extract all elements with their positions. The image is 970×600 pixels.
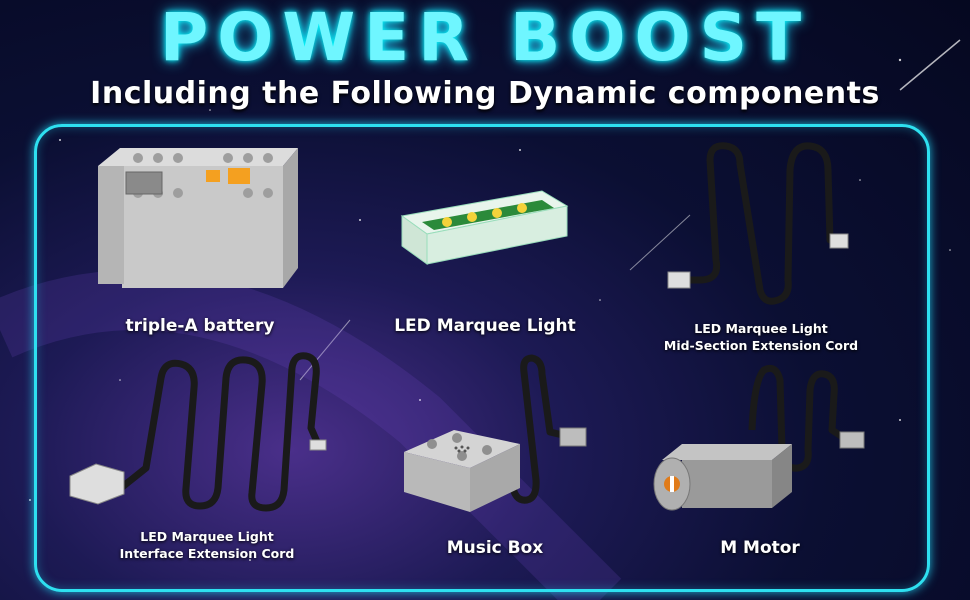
led-marquee-light-icon: [392, 186, 572, 271]
component-label: LED Marquee Light Mid-Section Extension …: [663, 321, 859, 353]
page-title: POWER BOOST: [159, 0, 811, 76]
component-label: triple-A battery: [125, 316, 275, 336]
extension-cord-icon: [660, 140, 860, 315]
components-frame: [34, 124, 930, 592]
battery-box-icon: [98, 148, 298, 313]
component-label: M Motor: [720, 538, 800, 558]
m-motor-icon: [642, 360, 882, 525]
component-label: LED Marquee Light Interface Extension Co…: [119, 529, 295, 561]
music-box-icon: [402, 352, 602, 527]
component-label: Music Box: [446, 538, 544, 558]
page-subtitle: Including the Following Dynamic componen…: [90, 76, 880, 111]
component-label: LED Marquee Light: [394, 316, 576, 336]
interface-cord-icon: [66, 348, 336, 533]
